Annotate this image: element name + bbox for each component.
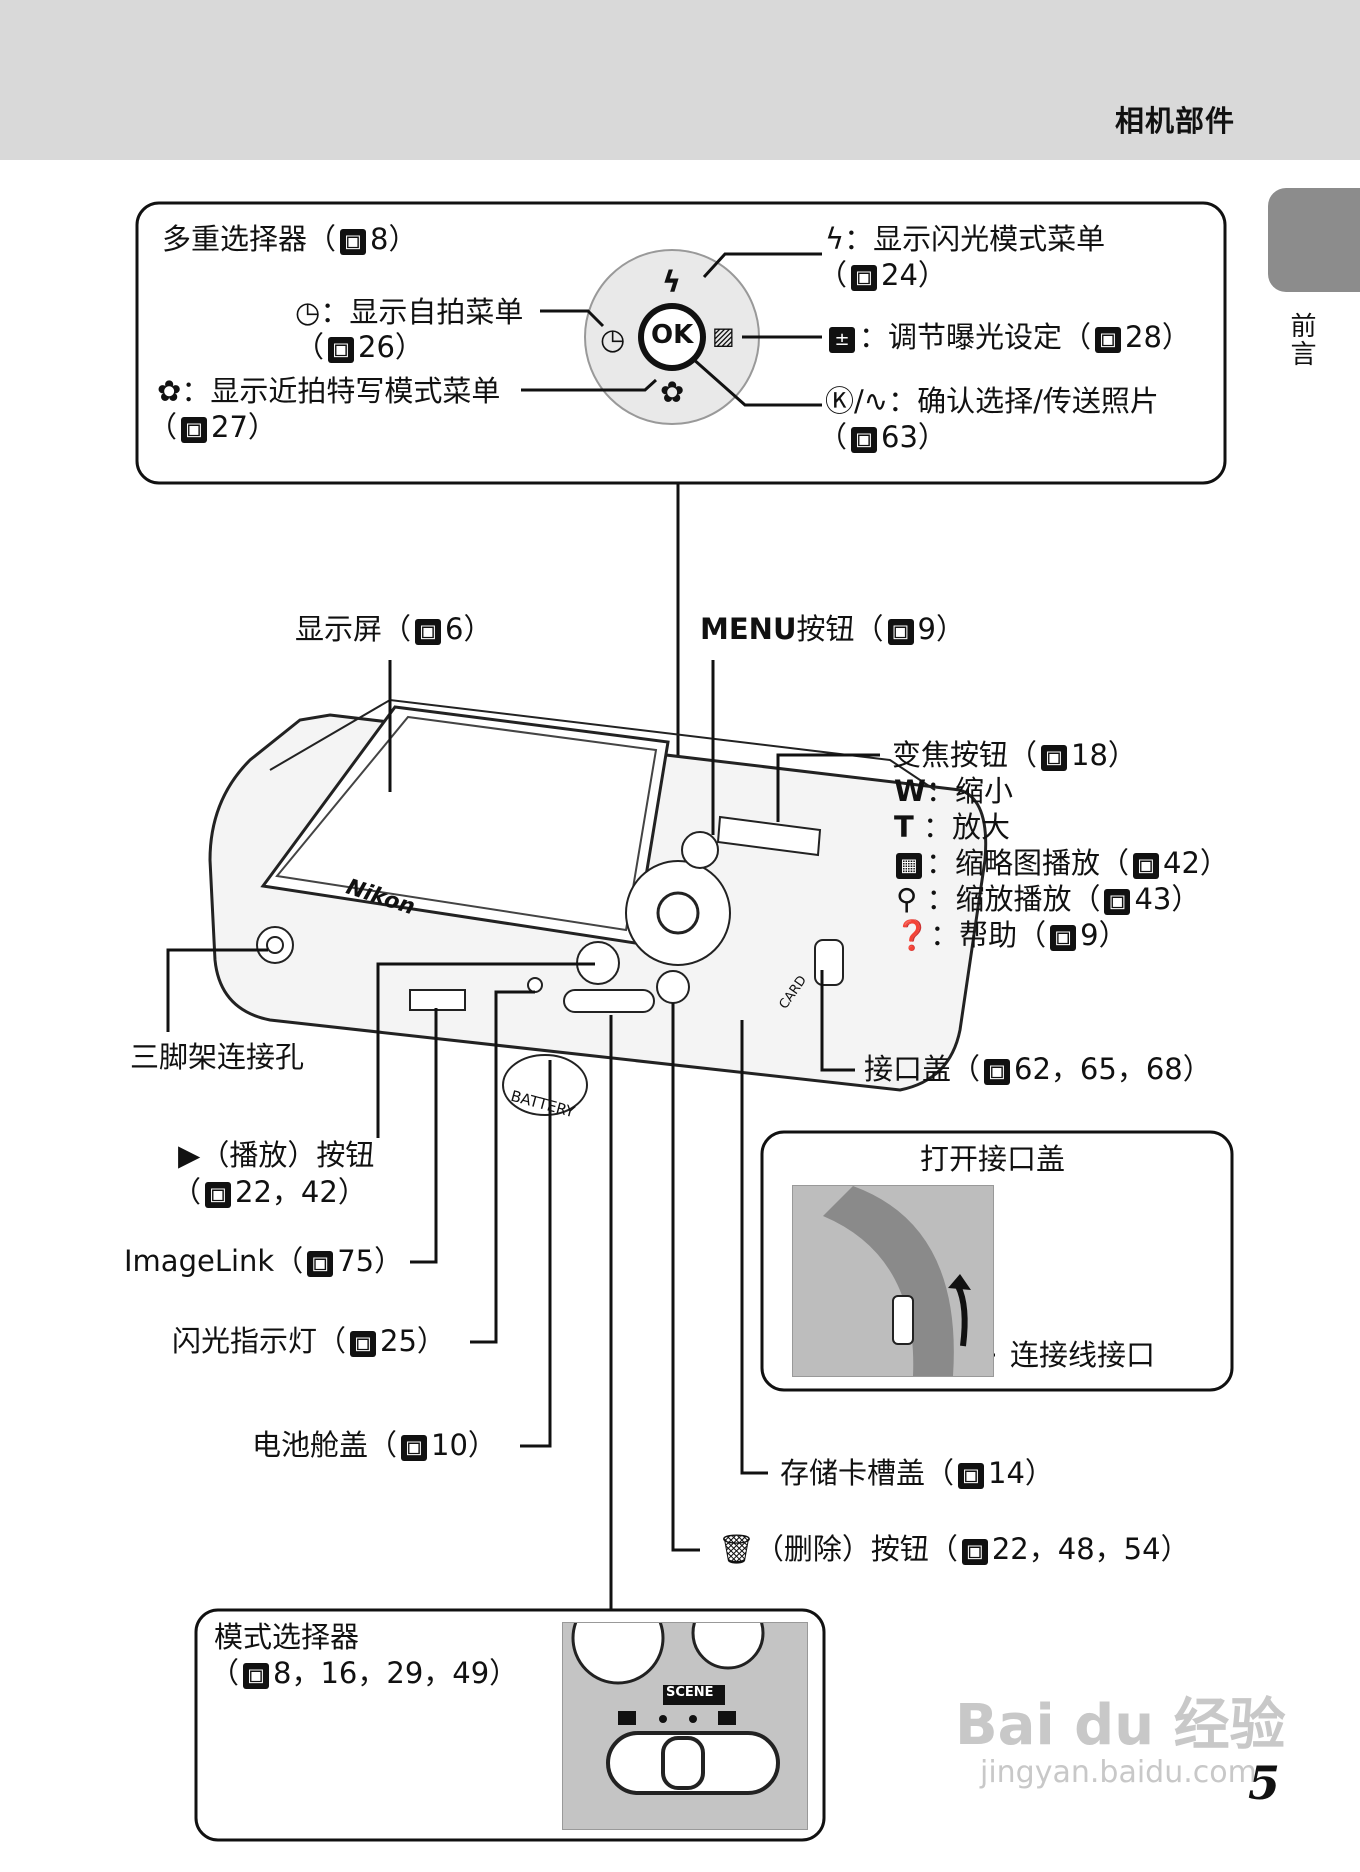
page-reference-icon: ▣ (307, 1251, 334, 1277)
macro-flower-icon: ✿ (157, 374, 182, 408)
exposure-compensation-icon: ± (829, 327, 855, 353)
page-reference-icon: ▣ (1133, 853, 1160, 879)
page-reference-icon: ▣ (958, 1463, 985, 1489)
delete-button-label: 🗑（删除）按钮（▣22，48，54） (718, 1532, 1190, 1566)
ok-text: Ⓚ/∿：确认选择/传送照片 (825, 384, 1159, 418)
section-title: 相机部件 (1114, 104, 1235, 138)
page-reference-icon: ▣ (961, 1539, 988, 1565)
zoom-playback-line: ⚲ ：缩放播放（▣43） (896, 882, 1201, 916)
page-reference-icon: ▣ (401, 1435, 428, 1461)
mode-selector-box (194, 1608, 826, 1842)
page-reference-icon: ▣ (181, 417, 208, 443)
macro-ref: （▣27） (148, 410, 277, 444)
page-reference-icon: ▣ (1095, 327, 1122, 353)
page-reference-icon: ▣ (1104, 889, 1131, 915)
connector-photo (792, 1185, 994, 1377)
dial-ok-glyph: OK (651, 320, 694, 350)
tripod-label: 三脚架连接孔 (130, 1040, 305, 1074)
mode-selector-photo (562, 1622, 808, 1830)
play-icon: ▶ (178, 1138, 201, 1172)
exposure-text: ±：调节曝光设定（▣28） (825, 320, 1191, 355)
header-bar (0, 0, 1360, 160)
ok-transfer-icon: Ⓚ/∿ (825, 384, 889, 418)
flash-icon: ϟ (825, 222, 845, 256)
battery-cover-label: 电池舱盖（▣10） (252, 1428, 497, 1462)
multi-selector-box (135, 201, 1227, 485)
flash-ref: （▣24） (818, 258, 947, 292)
dial-flash-icon: ϟ (662, 265, 682, 299)
trash-icon: 🗑 (718, 1532, 755, 1566)
connector-cover-label: 接口盖（▣62，65，68） (864, 1052, 1212, 1086)
monitor-label: 显示屏（▣6） (295, 612, 493, 646)
page-number: 5 (1248, 1756, 1281, 1810)
page-reference-icon: ▣ (1041, 745, 1068, 771)
camera-illustration (208, 698, 988, 1116)
section-tab (1268, 188, 1360, 292)
page-reference-icon: ▣ (243, 1663, 270, 1689)
menu-button-label: MENU按钮（▣9） (700, 612, 965, 646)
imagelink-label: ImageLink（▣75） (124, 1244, 404, 1278)
self-timer-text: ◷：显示自拍菜单 (295, 295, 524, 329)
magnifier-icon: ⚲ (896, 882, 918, 916)
macro-text: ✿：显示近拍特写模式菜单 (157, 374, 501, 408)
card-cover-label: 存储卡槽盖（▣14） (780, 1456, 1054, 1490)
page-reference-icon: ▣ (350, 1331, 377, 1357)
baidu-url-watermark: jingyan.baidu.com (980, 1755, 1257, 1790)
zoom-help-line: ❓：帮助（▣9） (894, 918, 1128, 952)
baidu-watermark: Bai du 经验 (955, 1693, 1286, 1758)
dial-self-timer-icon: ◷ (600, 322, 626, 356)
page-reference-icon: ▣ (415, 619, 442, 645)
flash-text: ϟ：显示闪光模式菜单 (825, 222, 1106, 256)
page-reference-icon: ▣ (1050, 925, 1077, 951)
ok-ref: （▣63） (818, 420, 947, 454)
dial-macro-icon: ✿ (660, 375, 685, 409)
dial-exposure-icon: ▨ (712, 322, 735, 350)
page-reference-icon: ▣ (205, 1182, 232, 1208)
open-cover-box (760, 1130, 1234, 1392)
multi-selector-title: 多重选择器（▣8） (162, 222, 418, 256)
flash-lamp-label: 闪光指示灯（▣25） (172, 1324, 446, 1358)
zoom-t-line: T ：放大 (894, 810, 1011, 844)
mode-selector-refs: （▣8，16，29，49） (210, 1656, 519, 1690)
zoom-buttons-label: 变焦按钮（▣18） (892, 738, 1137, 772)
mode-selector-title: 模式选择器 (214, 1620, 360, 1654)
help-icon: ❓ (894, 918, 931, 952)
page-reference-icon: ▣ (887, 619, 914, 645)
self-timer-icon: ◷ (295, 295, 321, 329)
section-tab-label: 前言 (1286, 312, 1316, 368)
scene-label: SCENE (666, 1685, 714, 1700)
page-reference-icon: ▣ (328, 337, 355, 363)
page-reference-icon: ▣ (340, 229, 367, 255)
zoom-thumbnail-line: ▦：缩略图播放（▣42） (892, 846, 1229, 881)
play-button-label: ▶（播放）按钮 (178, 1138, 375, 1172)
self-timer-ref: （▣26） (295, 330, 424, 364)
zoom-w-line: W：缩小 (894, 774, 1014, 808)
page-reference-icon: ▣ (851, 265, 878, 291)
thumbnail-icon: ▦ (896, 853, 922, 879)
play-button-ref: （▣22，42） (172, 1175, 367, 1209)
open-cover-title: 打开接口盖 (920, 1142, 1066, 1176)
connector-port-label: 连接线接口 (1010, 1338, 1156, 1372)
page-reference-icon: ▣ (851, 427, 878, 453)
page-reference-icon: ▣ (984, 1059, 1011, 1085)
